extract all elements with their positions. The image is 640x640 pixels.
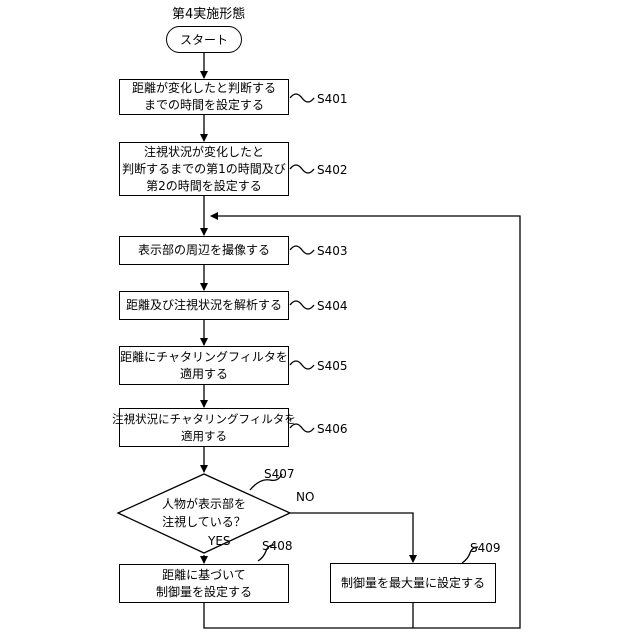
step-id-s406: S406 [317,422,348,436]
arrow-no-to-s409 [290,513,413,562]
step-s403-box: 表示部の周辺を撮像する [119,236,289,265]
step-s401-box: 距離が変化したと判断する までの時間を設定する [119,79,289,115]
step-id-s403: S403 [317,244,348,258]
leader-s404 [290,301,314,309]
s401-line-2: までの時間を設定する [132,97,276,114]
leader-s403 [290,246,314,254]
step-id-s404: S404 [317,299,348,313]
start-label: スタート [180,31,228,48]
s407-line-1: 人物が表示部を [144,495,264,513]
step-s406-box: 注視状況にチャタリングフィルタを 適用する [119,408,289,447]
s409-line-1: 制御量を最大量に設定する [341,575,485,592]
leader-s405 [290,361,314,369]
leader-s401 [290,94,314,102]
step-id-s408: S408 [262,539,293,553]
s406-line-1: 注視状況にチャタリングフィルタを [112,411,296,428]
start-terminal: スタート [166,26,242,53]
s408-line-2: 制御量を設定する [156,584,252,601]
step-s405-box: 距離にチャタリングフィルタを 適用する [119,346,289,385]
s402-line-2: 判断するまでの第1の時間及び [122,161,286,178]
step-s404-box: 距離及び注視状況を解析する [119,291,289,320]
s404-line-1: 距離及び注視状況を解析する [126,297,282,314]
step-s408-box: 距離に基づいて 制御量を設定する [119,564,289,603]
s402-line-3: 第2の時間を設定する [122,178,286,195]
s408-line-1: 距離に基づいて [156,567,252,584]
step-id-s405: S405 [317,359,348,373]
branch-no-label: NO [296,490,314,504]
step-id-s402: S402 [317,163,348,177]
branch-yes-label: YES [208,534,231,548]
s402-line-1: 注視状況が変化したと [122,144,286,161]
step-id-s409: S409 [470,541,501,555]
step-id-s407: S407 [264,467,295,481]
leader-s402 [290,165,314,173]
step-s409-box: 制御量を最大量に設定する [330,563,496,603]
s407-line-2: 注視している？ [144,513,264,531]
s406-line-2: 適用する [112,428,296,445]
decision-question: 人物が表示部を 注視している？ [144,495,264,531]
step-s402-box: 注視状況が変化したと 判断するまでの第1の時間及び 第2の時間を設定する [119,142,289,196]
diagram-title: 第4実施形態 [172,8,245,22]
s405-line-1: 距離にチャタリングフィルタを [120,349,288,366]
line-s408-bottom [204,603,413,628]
step-id-s401: S401 [317,92,348,106]
s403-line-1: 表示部の周辺を撮像する [138,242,270,259]
s405-line-2: 適用する [120,366,288,383]
s401-line-1: 距離が変化したと判断する [132,80,276,97]
